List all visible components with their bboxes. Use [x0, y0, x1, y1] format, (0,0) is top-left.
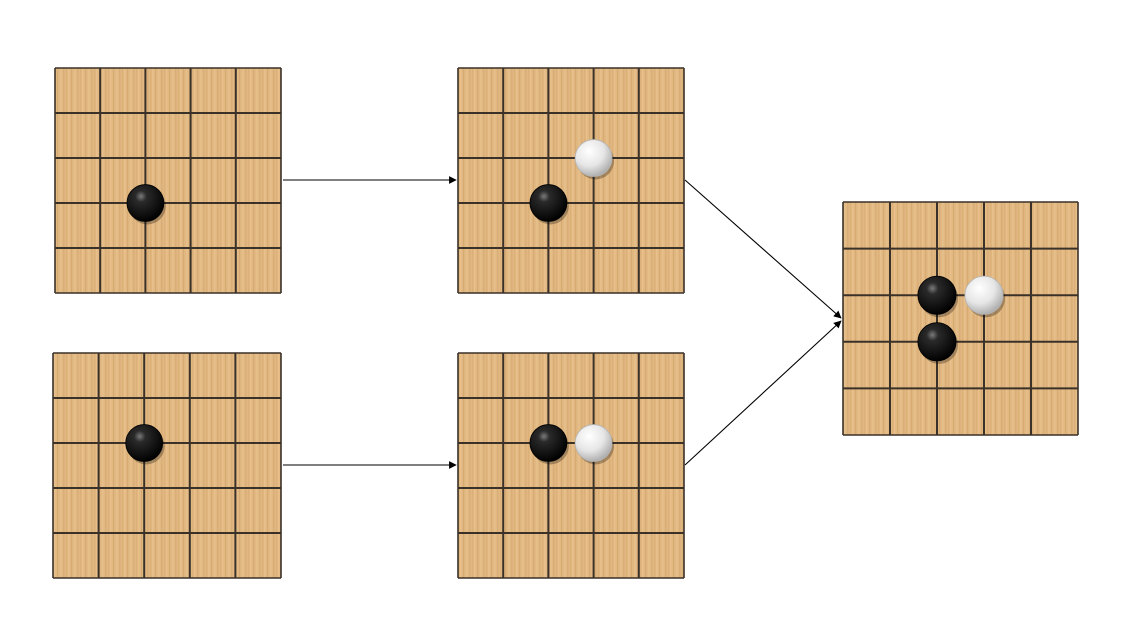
white-stone: [574, 139, 613, 177]
board-bottom-middle: [457, 352, 685, 579]
board-wood: [53, 353, 281, 578]
board-top-left: [54, 67, 282, 294]
black-stone: [917, 322, 957, 362]
board-top-middle: [457, 67, 685, 294]
board-grid: [457, 352, 685, 579]
white-stone: [574, 424, 613, 462]
black-stone: [529, 184, 568, 222]
arrow-merge-top: [684, 179, 842, 319]
arrow-merge-bottom: [684, 320, 842, 466]
black-stone: [126, 184, 165, 222]
board-wood: [843, 202, 1078, 435]
board-wood: [55, 68, 281, 293]
board-grid: [457, 67, 685, 294]
black-stone: [125, 424, 164, 462]
arrows-layer: [283, 176, 842, 469]
board-right: [842, 201, 1079, 436]
black-stone: [529, 424, 568, 462]
board-grid: [52, 352, 282, 579]
black-stone: [917, 275, 957, 315]
board-wood: [458, 68, 684, 293]
board-grid: [54, 67, 282, 294]
board-bottom-left: [52, 352, 282, 579]
white-stone: [964, 275, 1004, 315]
boards-layer: [52, 67, 1079, 579]
board-wood: [458, 353, 684, 578]
board-grid: [842, 201, 1079, 436]
